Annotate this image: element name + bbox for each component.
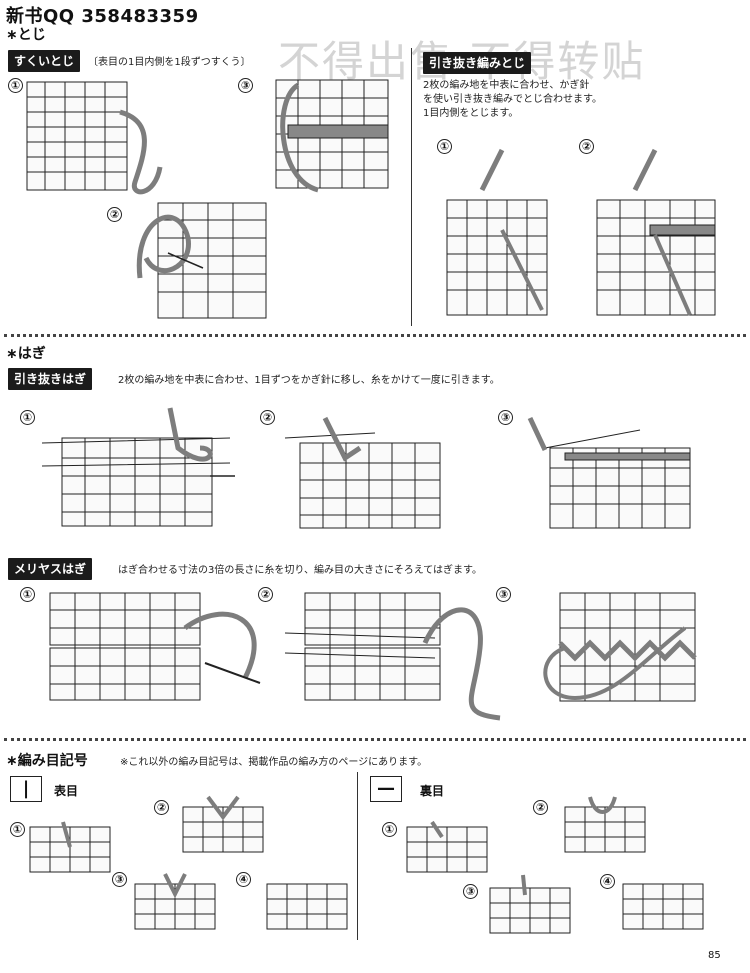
step-number: ① bbox=[10, 822, 25, 837]
column-divider bbox=[357, 772, 358, 940]
section-toji: ∗とじ bbox=[6, 27, 46, 43]
label-sukui-toji: すくいとじ bbox=[8, 50, 81, 72]
illustration-sukui-toji-3 bbox=[275, 79, 389, 193]
label-meriyasu-hagi: メリヤスはぎ bbox=[8, 558, 93, 580]
step-number: ② bbox=[258, 587, 273, 602]
illustration-omote-1 bbox=[29, 821, 111, 873]
symbol-box-ura: — bbox=[370, 776, 402, 802]
illustration-sukui-toji-1 bbox=[26, 81, 163, 195]
note-kigou: ※これ以外の編み目記号は、掲載作品の編み方のページにあります。 bbox=[120, 757, 428, 768]
illustration-hikinuki-hagi-1 bbox=[41, 407, 235, 527]
illustration-meriyasu-hagi-1 bbox=[49, 592, 261, 701]
illustration-ura-1 bbox=[406, 820, 488, 873]
illustration-ura-4 bbox=[622, 883, 704, 930]
step-number: ③ bbox=[112, 872, 127, 887]
step-number: ① bbox=[20, 410, 35, 425]
step-number: ② bbox=[260, 410, 275, 425]
desc-hikinuki-hagi: 2枚の編み地を中表に合わせ、1目ずつをかぎ針に移し、糸をかけて一度に引きます。 bbox=[118, 375, 500, 386]
header-title: 新书QQ 358483359 bbox=[6, 6, 199, 27]
desc-line: を使い引き抜き編みでとじ合わせます。 bbox=[423, 94, 602, 105]
label-hikinuki-ami-toji: 引き抜き編みとじ bbox=[423, 52, 532, 74]
step-number: ② bbox=[533, 800, 548, 815]
step-number: ① bbox=[382, 822, 397, 837]
section-kigou: ∗編み目記号 bbox=[6, 753, 88, 769]
illustration-hikinuki-hagi-2 bbox=[284, 416, 441, 529]
step-number: ④ bbox=[236, 872, 251, 887]
step-number: ② bbox=[154, 800, 169, 815]
illustration-omote-2 bbox=[182, 795, 264, 853]
symbol-box-omote: | bbox=[10, 776, 42, 802]
page-number: 85 bbox=[708, 950, 721, 961]
desc-line: 2枚の編み地を中表に合わせ、かぎ針 bbox=[423, 80, 590, 91]
illustration-ura-3 bbox=[489, 874, 571, 934]
step-number: ② bbox=[107, 207, 122, 222]
step-number: ③ bbox=[463, 884, 478, 899]
step-number: ① bbox=[20, 587, 35, 602]
divider-dotted bbox=[4, 738, 746, 741]
label-hikinuki-hagi: 引き抜きはぎ bbox=[8, 368, 93, 390]
section-hagi: ∗はぎ bbox=[6, 346, 46, 362]
step-number: ④ bbox=[600, 874, 615, 889]
illustration-sukui-toji-2 bbox=[136, 202, 267, 319]
divider-dotted bbox=[4, 334, 746, 337]
step-number: ① bbox=[437, 139, 452, 154]
step-number: ③ bbox=[498, 410, 513, 425]
illustration-hikinuki-ami-toji-2 bbox=[596, 148, 716, 316]
note-sukui-toji: 〔表目の1目内側を1段ずつすくう〕 bbox=[88, 57, 251, 68]
illustration-meriyasu-hagi-3 bbox=[543, 592, 697, 702]
symbol-omote: | bbox=[22, 778, 30, 799]
desc-line: 1目内側をとじます。 bbox=[423, 108, 519, 119]
step-number: ① bbox=[8, 78, 23, 93]
illustration-hikinuki-ami-toji-1 bbox=[446, 148, 548, 316]
symbol-ura: — bbox=[377, 778, 395, 799]
illustration-hikinuki-hagi-3 bbox=[527, 416, 691, 529]
column-divider bbox=[411, 48, 412, 326]
desc-meriyasu-hagi: はぎ合わせる寸法の3倍の長さに糸を切り、編み目の大きさにそろえてはぎます。 bbox=[118, 565, 483, 576]
illustration-ura-2 bbox=[564, 796, 646, 853]
illustration-omote-3 bbox=[134, 873, 216, 930]
illustration-meriyasu-hagi-2 bbox=[284, 592, 501, 721]
label-omote: 表目 bbox=[54, 784, 79, 798]
step-number: ② bbox=[579, 139, 594, 154]
step-number: ③ bbox=[238, 78, 253, 93]
label-ura: 裏目 bbox=[420, 784, 445, 798]
illustration-omote-4 bbox=[266, 883, 348, 930]
step-number: ③ bbox=[496, 587, 511, 602]
